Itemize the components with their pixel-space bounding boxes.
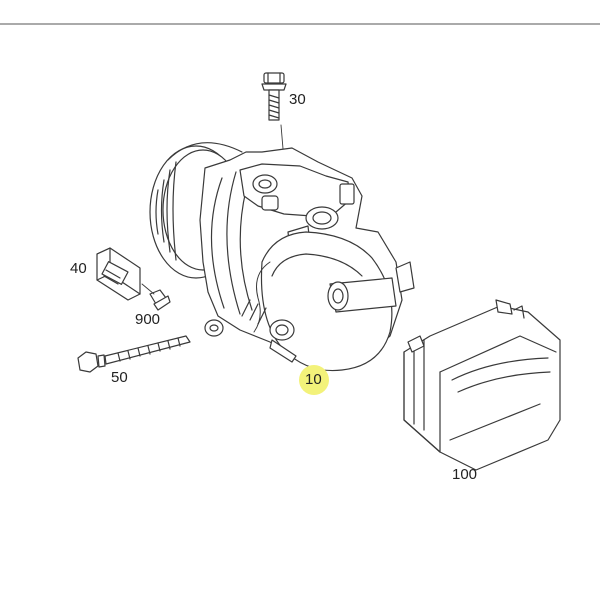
highlight-marker	[299, 365, 329, 395]
callout-900[interactable]: 900	[135, 311, 161, 328]
callout-10[interactable]: 10	[305, 371, 322, 388]
part-40-connector[interactable]	[96, 247, 141, 301]
callout-50[interactable]: 50	[111, 369, 128, 386]
leader-900	[141, 283, 155, 295]
part-100-cover[interactable]	[403, 299, 561, 471]
part-10-compressor[interactable]	[149, 142, 415, 372]
part-900-clip[interactable]	[141, 283, 171, 311]
callout-30[interactable]: 30	[289, 91, 306, 108]
part-50-bolt[interactable]	[77, 335, 191, 373]
callout-100[interactable]: 100	[452, 466, 478, 483]
callout-40[interactable]: 40	[70, 260, 87, 277]
